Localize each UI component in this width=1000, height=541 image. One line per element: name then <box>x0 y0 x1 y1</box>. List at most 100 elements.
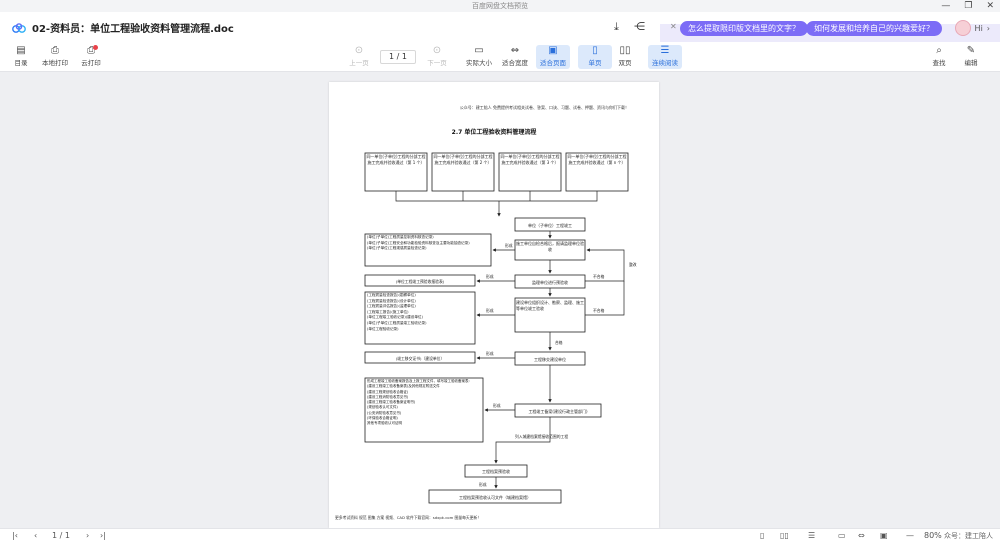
self-check-docs-box <box>364 233 492 267</box>
archive-final-box <box>428 489 562 504</box>
doc-title-area: 02-资料员：单位工程验收资料管理流程.doc <box>12 20 234 35</box>
notification-dot <box>93 45 98 50</box>
single-page-icon: ▯ <box>592 45 598 56</box>
self-check-docs-text: (单位(子单位)工程质量控制资料核查记录) (单位(子单位)工程安全和功能检验资… <box>367 235 470 250</box>
minimize-icon[interactable]: — <box>941 1 951 11</box>
document-page: 公众号：建工陪人 免费提供考试相关试卷、答案、口诀、习题、试卷、押题、资讯与你们… <box>329 82 659 528</box>
catalog-button[interactable]: ▤ 目录 <box>4 45 38 67</box>
window-title: 百度网盘文档预览 <box>472 2 528 10</box>
close-icon[interactable]: ✕ <box>986 1 994 11</box>
unqualified-label-2: 不合格 <box>593 308 605 313</box>
ai-bar-close-icon[interactable]: ✕ <box>670 22 677 31</box>
formed-label-6: 形成 <box>479 482 487 487</box>
subproject-text-1: 同一单位(子单位)工程的分部工程施工完成并验收通过（第 1 个） <box>366 154 426 165</box>
top-note: 公众号：建工陪人 免费提供考试相关试卷、答案、口诀、习题、试卷、押题、资讯与你们… <box>460 104 629 110</box>
cloud-print-label: 云打印 <box>81 59 101 67</box>
share-icon[interactable]: ⋲ <box>634 20 645 33</box>
window-titlebar: 百度网盘文档预览 — ❐ ✕ <box>0 0 1000 12</box>
actual-size-button[interactable]: ▭ 实际大小 <box>462 45 496 67</box>
ai-assistant-button[interactable]: Hi › <box>954 20 990 36</box>
document-header: 02-资料员：单位工程验收资料管理流程.doc ⤓ ⋲ ✕ 怎么提取限印版文档里… <box>0 12 1000 54</box>
submit-construction-text: 工程移交建设单位 <box>534 356 566 362</box>
zoom-out-icon[interactable]: — <box>906 531 914 540</box>
fit-page-icon: ▣ <box>548 45 558 56</box>
arrow-down-circle-icon: ⊙ <box>432 45 442 56</box>
subproject-box-4 <box>565 152 629 192</box>
completion-text: 单位（子单位）工程竣工 <box>528 222 572 228</box>
prev-page-button[interactable]: ⊙ 上一页 <box>342 45 376 67</box>
filing-step-text: 工程竣工备案(建设行政主管部门) <box>528 408 588 414</box>
edit-label: 编辑 <box>964 59 978 67</box>
status-bar: |‹ ‹ 1 / 1 › ›| ▯ ▯▯ ☰ ▭ ⇔ ▣ — 80% 众号：建工… <box>0 528 1000 541</box>
viewer-toolbar: ▤ 目录 ⎙ 本地打印 ⎙ 云打印 ⊙ 上一页 1 / 1 ⊙ 下一页 ▭ 实际… <box>0 42 1000 72</box>
self-check-text: 施工单位自检合格后，报请监理单位验收 <box>516 241 584 252</box>
transfer-doc-text: (竣工移交证书)（建设单位） <box>396 356 445 361</box>
single-page-label: 单页 <box>588 59 602 67</box>
catalog-icon: ▤ <box>16 45 26 56</box>
archive-final-text: 工程档案预验收认可文件（城建档案馆） <box>459 494 531 500</box>
ai-suggestion-2[interactable]: 如何发展和培养自己的兴趣爱好？ <box>806 21 942 36</box>
fit-page-label: 适合页面 <box>540 59 566 67</box>
ai-suggestion-1[interactable]: 怎么提取限印版文档里的文字？ <box>680 21 808 36</box>
supervisor-doc-text: (单位工程竣工预验收报验表) <box>396 279 445 284</box>
doc-title: 02-资料员：单位工程验收资料管理流程.doc <box>32 24 234 35</box>
archive-pre-text: 工程档案预验收 <box>482 468 510 474</box>
filing-docs-text: 形成工程竣工验收备案报告及上报工程文件，填写竣工验收备案表: (建设工程竣工验收… <box>367 379 470 426</box>
prev-page-icon[interactable]: ‹ <box>34 531 38 540</box>
cloud-printer-icon: ⎙ <box>87 45 95 56</box>
cloud-print-button[interactable]: ⎙ 云打印 <box>74 45 108 67</box>
formed-label-2: 形成 <box>486 274 494 279</box>
actual-size-view-icon[interactable]: ▭ <box>838 531 846 540</box>
double-page-button[interactable]: ▯▯ 双页 <box>608 45 642 67</box>
local-print-label: 本地打印 <box>42 59 68 67</box>
single-page-view-icon[interactable]: ▯ <box>760 531 765 540</box>
flowchart-diagram: 公众号：建工陪人 免费提供考试相关试卷、答案、口诀、习题、试卷、押题、资讯与你们… <box>335 104 637 520</box>
find-label: 查找 <box>932 59 946 67</box>
acceptance-docs-text: (工程质量检查报告)(勘察单位) (工程质量检查报告)(设计单位) (工程质量评… <box>367 293 427 331</box>
zoom-level[interactable]: 80% <box>924 531 942 540</box>
restore-icon[interactable]: ❐ <box>964 1 973 11</box>
watermark-text: 众号：建工陪人 <box>944 532 993 540</box>
continuous-read-icon: ☰ <box>660 45 670 56</box>
fit-width-view-icon[interactable]: ⇔ <box>858 531 865 540</box>
page-number-input[interactable]: 1 / 1 <box>380 50 416 64</box>
formed-label-1: 形成 <box>505 243 513 248</box>
download-icon[interactable]: ⤓ <box>614 20 619 33</box>
single-page-button[interactable]: ▯ 单页 <box>578 45 612 69</box>
first-page-icon[interactable]: |‹ <box>12 531 18 540</box>
pencil-icon: ✎ <box>966 45 976 56</box>
status-page-indicator: 1 / 1 <box>52 531 70 540</box>
printer-icon: ⎙ <box>51 45 59 56</box>
edit-button[interactable]: ✎ 编辑 <box>954 45 988 67</box>
archive-note: 列入城建档案馆接收范围的工程 <box>515 434 568 439</box>
next-page-icon[interactable]: › <box>86 531 90 540</box>
double-page-view-icon[interactable]: ▯▯ <box>780 531 789 540</box>
double-page-icon: ▯▯ <box>619 45 631 56</box>
flow-heading: 2.7 单位工程验收资料管理流程 <box>452 128 537 136</box>
find-button[interactable]: ⌕ 查找 <box>922 45 956 67</box>
filing-docs-box <box>364 377 484 443</box>
continuous-view-icon[interactable]: ☰ <box>808 531 816 540</box>
supervisor-accept-text: 监理单位进行预验收 <box>532 279 568 285</box>
actual-size-label: 实际大小 <box>466 59 492 67</box>
fit-width-icon: ⇔ <box>510 45 520 56</box>
next-page-button[interactable]: ⊙ 下一页 <box>420 45 454 67</box>
vertical-scrollbar[interactable] <box>994 72 1000 528</box>
transfer-doc-box <box>364 351 476 364</box>
ai-avatar-icon <box>954 20 971 36</box>
last-page-icon[interactable]: ›| <box>100 531 106 540</box>
prev-page-label: 上一页 <box>349 59 369 67</box>
fit-page-button[interactable]: ▣ 适合页面 <box>536 45 570 69</box>
fit-width-button[interactable]: ⇔ 适合宽度 <box>498 45 532 67</box>
chevron-right-icon: › <box>986 23 990 33</box>
double-page-label: 双页 <box>618 59 632 67</box>
acceptance-docs-box <box>364 291 476 345</box>
footer-note: 更多考试资料 规范 图集 方案 视频、CAD 软件下载官网：sdxpk.com … <box>335 515 481 520</box>
local-print-button[interactable]: ⎙ 本地打印 <box>38 45 72 67</box>
filing-step-box <box>514 403 602 418</box>
fit-page-view-icon[interactable]: ▣ <box>880 531 888 540</box>
arrow-up-circle-icon: ⊙ <box>354 45 364 56</box>
continuous-read-button[interactable]: ☰ 连续阅读 <box>648 45 682 69</box>
fit-width-label: 适合宽度 <box>502 59 528 67</box>
rectify-label: 整改 <box>629 262 637 267</box>
